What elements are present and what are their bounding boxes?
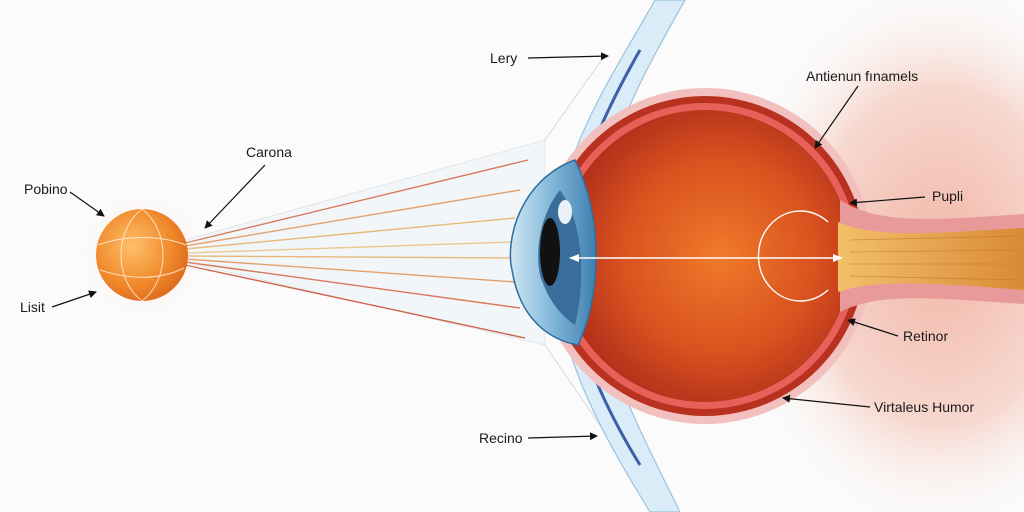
label-retinor: Retinor <box>903 328 948 344</box>
leader-pobino <box>69 191 105 217</box>
label-anterior: Antienun fınamels <box>806 68 918 84</box>
label-pobino: Pobino <box>24 181 68 197</box>
leader-carona <box>204 164 266 229</box>
label-carona: Carona <box>246 144 292 160</box>
leader-retinor <box>847 318 899 337</box>
leader-pupli <box>849 196 926 207</box>
pupil <box>540 218 560 286</box>
leader-lery <box>527 52 609 61</box>
leader-recino <box>527 432 598 441</box>
label-lisit: Lisit <box>20 299 45 315</box>
leader-anterior <box>814 85 859 149</box>
label-pupli: Pupli <box>932 188 963 204</box>
leader-lisit <box>51 290 97 308</box>
light-rays <box>184 159 529 339</box>
light-source-lines <box>97 208 187 302</box>
vitreous-body <box>559 110 851 402</box>
lid-guide-lower <box>544 344 611 441</box>
label-vitreous: Virtaleus Humor <box>874 399 974 415</box>
light-source <box>96 209 188 301</box>
leader-vitreous <box>782 394 871 408</box>
lid-guide-upper <box>544 54 606 141</box>
label-recino: Recino <box>479 430 523 446</box>
label-lery: Lery <box>490 50 517 66</box>
cornea-highlight <box>558 200 572 224</box>
nerve-fibers <box>849 235 1021 281</box>
